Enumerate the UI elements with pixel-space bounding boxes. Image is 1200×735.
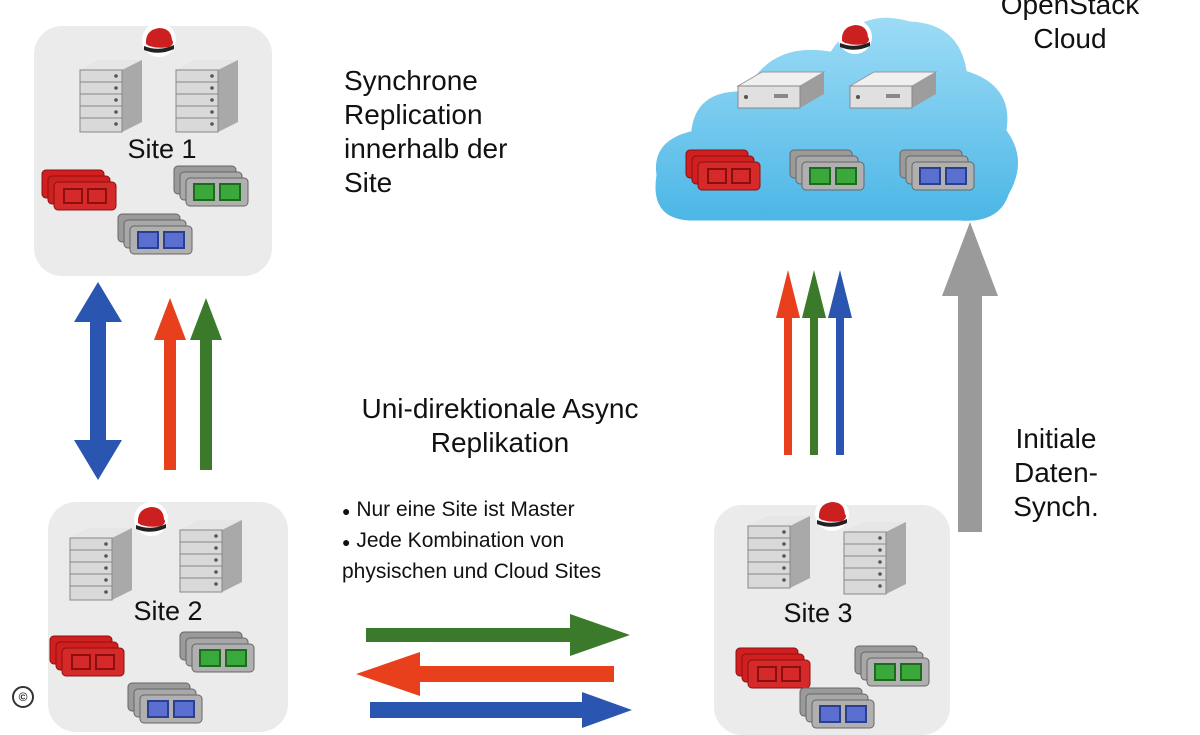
async-green-arrow-up [190, 298, 222, 470]
bullet-text: Nur eine Site ist Master [356, 498, 575, 521]
server-stack-icon [747, 515, 811, 589]
async-red-arrow-left [356, 652, 614, 696]
async-green-arrow-right [366, 614, 630, 656]
cloud-label-line1: OpenStack [1000, 0, 1140, 20]
redhat-logo-icon [142, 23, 176, 57]
storage-array-icon [49, 635, 125, 677]
server-stack-icon [179, 519, 243, 593]
server-stack-icon [843, 521, 907, 595]
site-2-label: Site 2 [133, 596, 203, 626]
async-blue-arrow-right [370, 692, 632, 728]
async-replication-heading: Uni-direktionale Async Replikation [320, 392, 680, 460]
site-1-label: Site 1 [127, 134, 197, 164]
redhat-logo-icon [134, 502, 168, 536]
bullet-text: Jede Kombination von [356, 529, 565, 552]
initial-sync-gray-arrow [942, 222, 998, 532]
bullet-text-continued: physischen und Cloud Sites [342, 560, 602, 583]
server-stack-icon [79, 59, 143, 133]
bullet-item: ● Nur eine Site ist Master [342, 495, 702, 526]
cloud-label-line2: Cloud [1033, 23, 1107, 54]
bullet-item: ● Jede Kombination von [342, 526, 702, 557]
initial-sync-text: Initiale Daten- Synch. [996, 422, 1116, 524]
storage-array-icon [179, 631, 255, 673]
async-heading-line2: Replikation [430, 427, 570, 458]
storage-array-icon [685, 149, 761, 191]
server-stack-icon [175, 59, 239, 133]
sync-text-line4: Site [344, 167, 393, 198]
bullet-dot: ● [342, 503, 351, 519]
storage-array-icon [173, 165, 249, 207]
initial-text-line1: Initiale [1015, 423, 1097, 454]
bullet-list: ● Nur eine Site ist Master ● Jede Kombin… [342, 495, 702, 586]
redhat-logo-icon [838, 20, 872, 54]
sync-text-line1: Synchrone [344, 65, 478, 96]
initial-text-line2: Daten- [1013, 457, 1099, 488]
storage-array-icon [735, 647, 811, 689]
bullet-dot: ● [342, 534, 351, 550]
server-stack-icon [69, 527, 133, 601]
site-3-label: Site 3 [783, 598, 853, 628]
cloud-icon [652, 14, 1021, 224]
async-red-arrow-up [776, 270, 800, 455]
copyright-icon: © [12, 686, 34, 708]
initial-text-line3: Synch. [1013, 491, 1099, 522]
sync-text-line3: innerhalb der [344, 133, 508, 164]
cloud-label: OpenStack Cloud [990, 0, 1150, 56]
diagram-graphics [41, 14, 1021, 729]
async-blue-arrow-up [828, 270, 852, 455]
sync-replication-text: Synchrone Replication innerhalb der Site [344, 64, 604, 200]
async-green-arrow-up [802, 270, 826, 455]
sync-text-line2: Replication [344, 99, 483, 130]
async-red-arrow-up [154, 298, 186, 470]
redhat-logo-icon [815, 497, 849, 531]
storage-array-icon [127, 682, 203, 724]
storage-array-icon [899, 149, 975, 191]
storage-array-icon [789, 149, 865, 191]
storage-array-icon [117, 213, 193, 255]
async-heading-line1: Uni-direktionale Async [361, 393, 639, 424]
sync-bidirectional-arrow [74, 282, 122, 480]
storage-array-icon [854, 645, 930, 687]
storage-array-icon [799, 687, 875, 729]
storage-array-icon [41, 169, 117, 211]
